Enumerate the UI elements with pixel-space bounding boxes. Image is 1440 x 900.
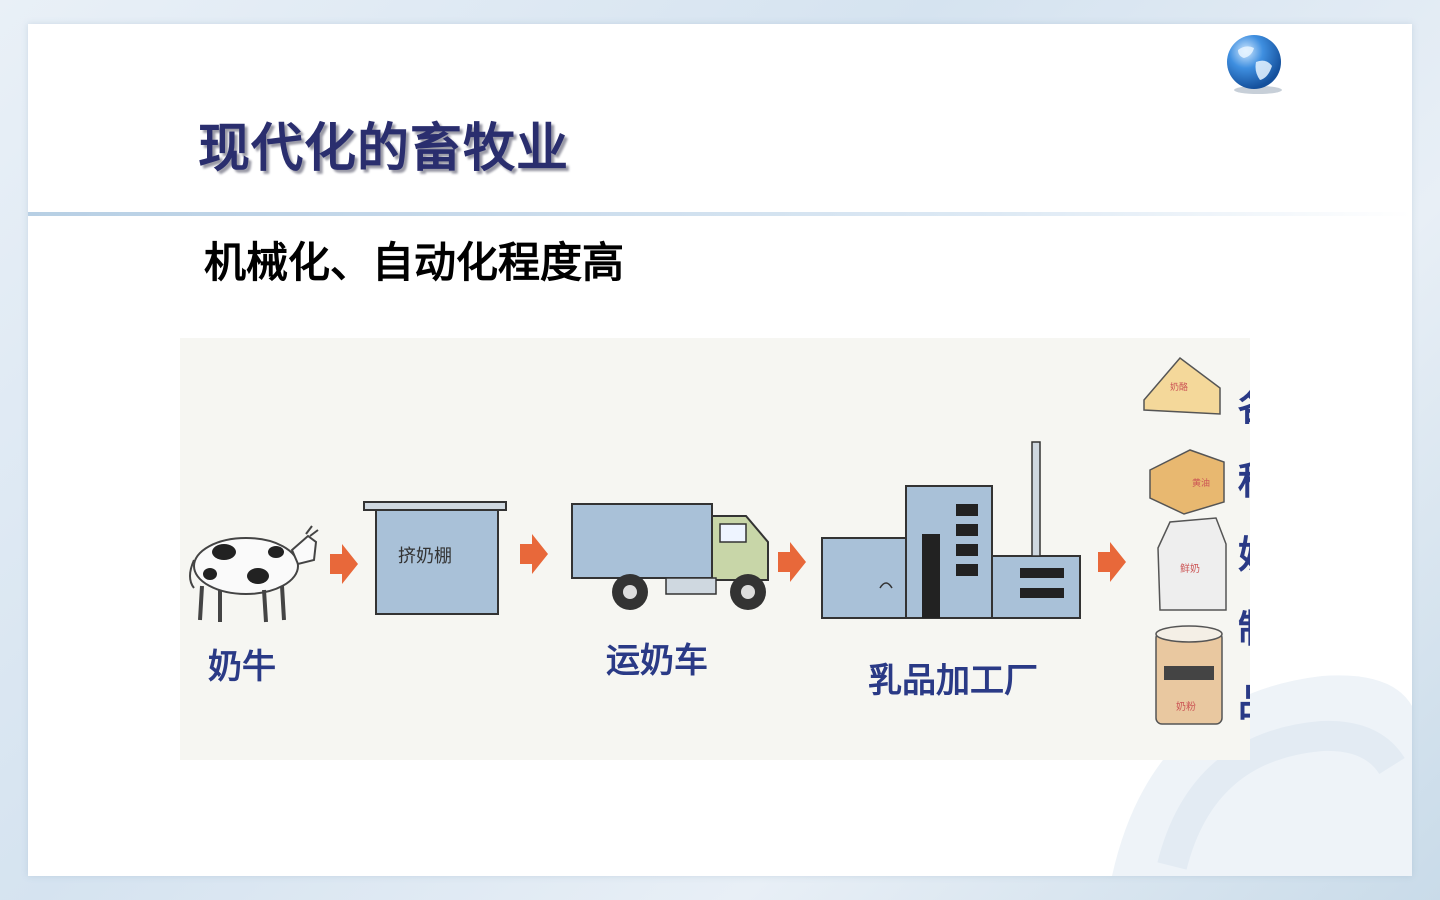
- milking-shed-label: 挤奶棚: [398, 546, 452, 567]
- products-label-char-5: 品: [1238, 681, 1250, 725]
- dairy-process-diagram: 奶牛 挤奶棚 运奶车: [180, 338, 1250, 760]
- products-label-char-3: 奶: [1238, 533, 1250, 577]
- milk-truck-label: 运奶车: [606, 641, 708, 681]
- flow-arrow-4: [1098, 542, 1126, 582]
- milking-shed-icon: 挤奶棚: [363, 501, 507, 615]
- flow-arrow-1: [330, 544, 358, 584]
- cow-label: 奶牛: [208, 647, 276, 687]
- cheese-icon: 奶酪: [1143, 356, 1221, 415]
- products-label-char-2: 种: [1238, 459, 1250, 503]
- products-label-char-1: 各: [1238, 385, 1250, 429]
- globe-icon: [1227, 35, 1282, 94]
- flow-arrow-2: [520, 534, 548, 574]
- page-subtitle: 机械化、自动化程度高: [204, 238, 625, 287]
- products-label-char-4: 制: [1238, 607, 1250, 651]
- svg-text:鲜奶: 鲜奶: [1180, 562, 1200, 575]
- milk-carton-icon: 鲜奶: [1157, 517, 1227, 611]
- slide: 现代化的畜牧业 机械化、自动化程度高 奶牛 挤奶棚: [28, 24, 1412, 876]
- butter-icon: 黄油: [1149, 449, 1225, 515]
- dairy-factory-label: 乳品加工厂: [868, 661, 1038, 701]
- title-divider: [28, 212, 1412, 216]
- watermark-decoration: [1112, 675, 1412, 876]
- milk-truck-icon: [571, 503, 769, 610]
- svg-text:奶粉: 奶粉: [1176, 700, 1196, 713]
- svg-text:奶酪: 奶酪: [1170, 381, 1188, 393]
- dairy-factory-icon: [821, 441, 1081, 619]
- cow-icon: [189, 525, 319, 623]
- flow-arrow-3: [778, 542, 806, 582]
- svg-text:黄油: 黄油: [1192, 477, 1210, 489]
- milk-powder-can-icon: 奶粉: [1155, 625, 1223, 725]
- page-title: 现代化的畜牧业: [198, 119, 570, 179]
